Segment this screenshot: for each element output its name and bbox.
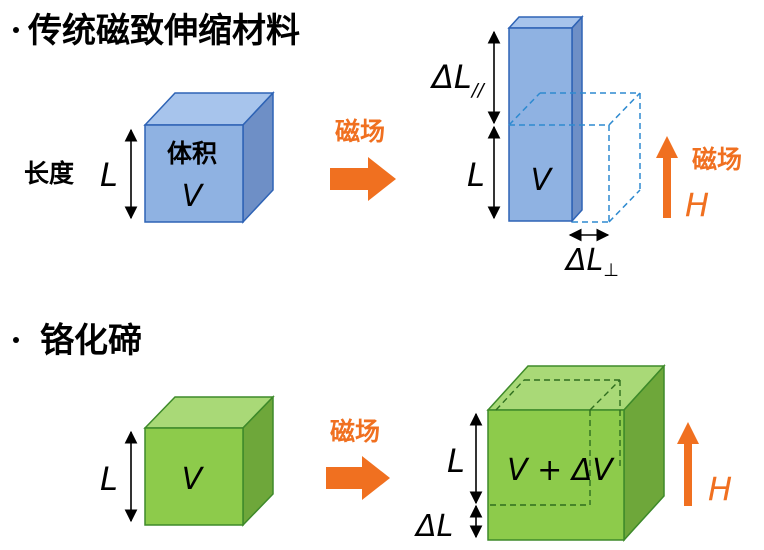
- bar-top: [507, 16, 584, 29]
- field-arrow-label-2: 磁场: [330, 417, 380, 446]
- expanded-cube: [486, 364, 666, 542]
- green-cube: [143, 395, 275, 527]
- field-label-1: 磁场: [692, 145, 742, 174]
- green-cube-front: [144, 427, 244, 526]
- inner-cube-outline: [490, 379, 621, 506]
- h-arrow-1: [656, 136, 678, 218]
- blue-cube: [143, 91, 275, 224]
- cube-v-label: V: [182, 179, 205, 214]
- h-label-2: H: [708, 470, 732, 508]
- expanded-cube-front: [487, 409, 625, 541]
- field-arrow-1: [330, 157, 396, 201]
- h-arrow-2: [677, 422, 699, 506]
- green-cube-v-label: V: [182, 462, 205, 497]
- bar-side: [571, 15, 583, 223]
- field-arrow-label-1: 磁场: [335, 117, 385, 146]
- h-label-1: H: [685, 186, 709, 224]
- field-arrow-2: [326, 456, 390, 500]
- bar-v-label: V: [531, 163, 554, 198]
- delta-l-parallel-label: ΔL//: [429, 58, 486, 101]
- expanded-v-label: V + ΔV: [507, 453, 615, 488]
- cube-l-label: L: [100, 156, 118, 194]
- bullet-dot-2: [13, 337, 19, 343]
- volume-label: 体积: [167, 139, 217, 168]
- delta-l-label: ΔL: [414, 509, 453, 544]
- length-label: 长度: [24, 159, 74, 188]
- original-cube-outline: [508, 92, 641, 223]
- blue-cube-front: [144, 124, 244, 223]
- green-cube-l-label: L: [100, 460, 118, 498]
- section2-title: 铬化碲: [40, 321, 142, 361]
- expanded-l-label: L: [447, 442, 465, 480]
- bar-l-label: L: [467, 156, 485, 194]
- bullet-dot-1: [13, 27, 19, 33]
- section1-title: 传统磁致伸缩材料: [27, 11, 300, 51]
- delta-l-perp-label: ΔL⊥: [564, 243, 619, 281]
